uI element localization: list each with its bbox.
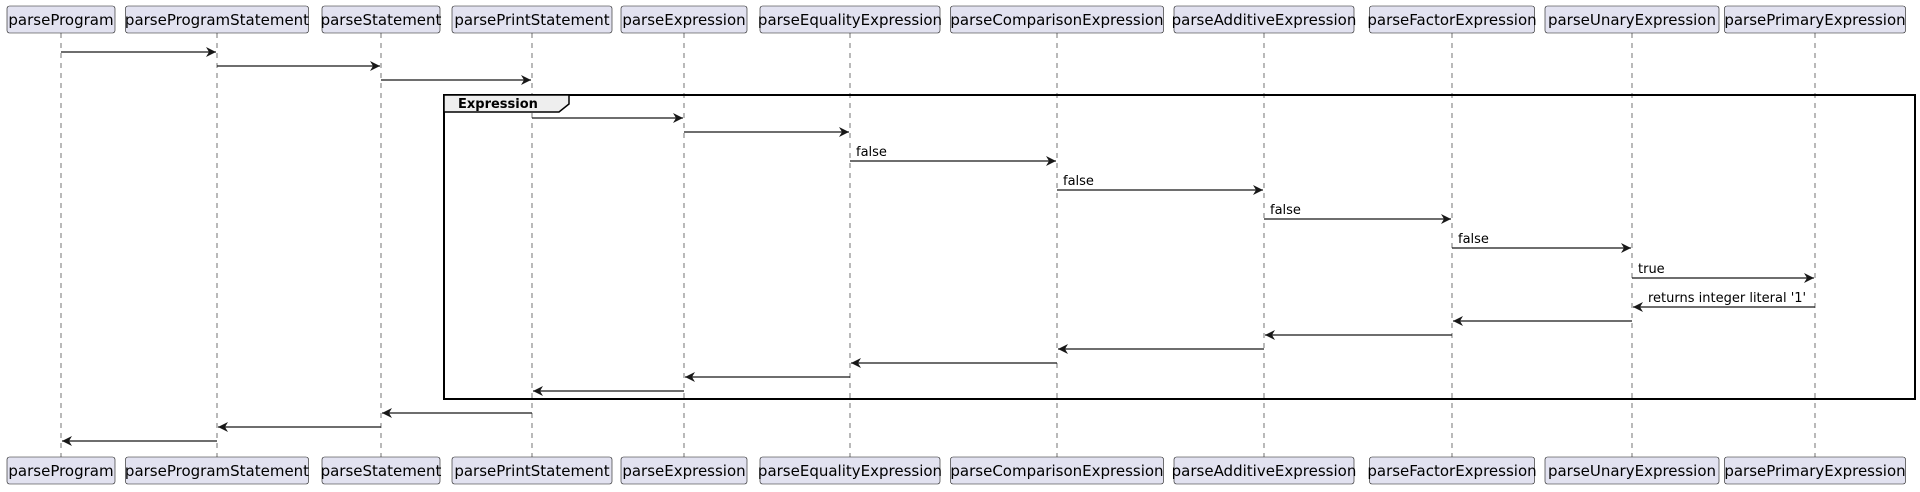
participant-box [950, 456, 1164, 485]
participant-top-parse-comparison-expression: parseComparisonExpression [950, 5, 1164, 34]
participant-top-parse-expression: parseExpression [620, 5, 748, 34]
participant-box [321, 5, 441, 34]
participant-top-parse-primary-expression: parsePrimaryExpression [1724, 5, 1906, 34]
participant-box [1173, 5, 1355, 34]
participant-label: parseAdditiveExpression [1172, 11, 1357, 29]
participant-top-parse-equality-expression: parseEqualityExpression [758, 5, 942, 34]
participant-label: parseEqualityExpression [758, 462, 942, 480]
participant-box [451, 5, 613, 34]
participant-box [1173, 456, 1355, 485]
message-arrow: false [1264, 203, 1451, 224]
participant-box [1544, 456, 1720, 485]
message-arrow: false [850, 145, 1056, 166]
participant-box [1369, 5, 1535, 34]
participant-box [950, 5, 1164, 34]
participant-box [1724, 5, 1906, 34]
participant-top-parse-unary-expression: parseUnaryExpression [1544, 5, 1720, 34]
participant-box [125, 5, 309, 34]
participant-top-parse-program: parseProgram [6, 5, 116, 34]
group-title: Expression [458, 97, 538, 112]
participant-bottom-parse-factor-expression: parseFactorExpression [1367, 456, 1537, 485]
participant-label: parseEqualityExpression [758, 11, 942, 29]
participant-box [6, 456, 116, 485]
message-label: false [1458, 232, 1489, 247]
participant-bottom-parse-statement: parseStatement [321, 456, 442, 485]
participant-top-parse-statement: parseStatement [321, 5, 442, 34]
participant-box [620, 456, 748, 485]
participant-bottom-parse-program: parseProgram [6, 456, 116, 485]
participant-top-parse-print-statement: parsePrintStatement [451, 5, 613, 34]
participant-label: parsePrimaryExpression [1724, 462, 1905, 480]
participants-top: parseProgram parseProgramStatement parseSt… [6, 5, 1906, 34]
participant-bottom-parse-comparison-expression: parseComparisonExpression [950, 456, 1164, 485]
participant-top-parse-additive-expression: parseAdditiveExpression [1172, 5, 1357, 34]
participant-label: parseProgramStatement [125, 462, 309, 480]
participant-bottom-parse-expression: parseExpression [620, 456, 748, 485]
participant-box [321, 456, 441, 485]
group-frame [443, 94, 1916, 400]
message-label: false [1270, 203, 1301, 218]
participant-label: parseProgram [8, 11, 113, 29]
participant-box [620, 5, 748, 34]
messages: false false false false true returns integer … [61, 47, 1815, 446]
participants-bottom: parseProgram parseProgramStatement parseSt… [6, 456, 1906, 485]
message-label: false [1063, 174, 1094, 189]
participant-bottom-parse-program-statement: parseProgramStatement [125, 456, 309, 485]
participant-box [6, 5, 116, 34]
participant-box [125, 456, 309, 485]
lifelines [60, 33, 1816, 457]
participant-label: parseFactorExpression [1367, 11, 1536, 29]
message-label: false [856, 145, 887, 160]
message-arrow: false [1452, 232, 1631, 253]
participant-bottom-parse-primary-expression: parsePrimaryExpression [1724, 456, 1906, 485]
message-arrow: false [1057, 174, 1263, 195]
participant-label: parseExpression [622, 462, 745, 480]
participant-label: parsePrimaryExpression [1724, 11, 1905, 29]
message-label: returns integer literal '1' [1648, 291, 1806, 306]
participant-label: parseUnaryExpression [1548, 462, 1716, 480]
participant-label: parseComparisonExpression [950, 11, 1163, 29]
participant-box [1544, 5, 1720, 34]
participant-label: parseProgramStatement [125, 11, 309, 29]
participant-label: parsePrintStatement [454, 462, 609, 480]
participant-box [759, 456, 941, 485]
message-label: true [1638, 262, 1665, 277]
participant-label: parseUnaryExpression [1548, 11, 1716, 29]
participant-box [759, 5, 941, 34]
participant-bottom-parse-print-statement: parsePrintStatement [451, 456, 613, 485]
participant-bottom-parse-additive-expression: parseAdditiveExpression [1172, 456, 1357, 485]
participant-label: parseProgram [8, 462, 113, 480]
participant-label: parseStatement [321, 462, 442, 480]
group-tab [443, 94, 570, 113]
participant-label: parsePrintStatement [454, 11, 609, 29]
participant-top-parse-factor-expression: parseFactorExpression [1367, 5, 1537, 34]
participant-bottom-parse-equality-expression: parseEqualityExpression [758, 456, 942, 485]
participant-box [451, 456, 613, 485]
participant-box [1724, 456, 1906, 485]
participant-top-parse-program-statement: parseProgramStatement [125, 5, 309, 34]
message-arrow: true [1632, 262, 1814, 283]
participant-label: parseAdditiveExpression [1172, 462, 1357, 480]
participant-label: parseStatement [321, 11, 442, 29]
participant-bottom-parse-unary-expression: parseUnaryExpression [1544, 456, 1720, 485]
participant-label: parseFactorExpression [1367, 462, 1536, 480]
expression-group: Expression [443, 94, 1916, 400]
participant-box [1369, 456, 1535, 485]
participant-label: parseExpression [622, 11, 745, 29]
participant-label: parseComparisonExpression [950, 462, 1163, 480]
message-arrow: returns integer literal '1' [1633, 291, 1815, 312]
